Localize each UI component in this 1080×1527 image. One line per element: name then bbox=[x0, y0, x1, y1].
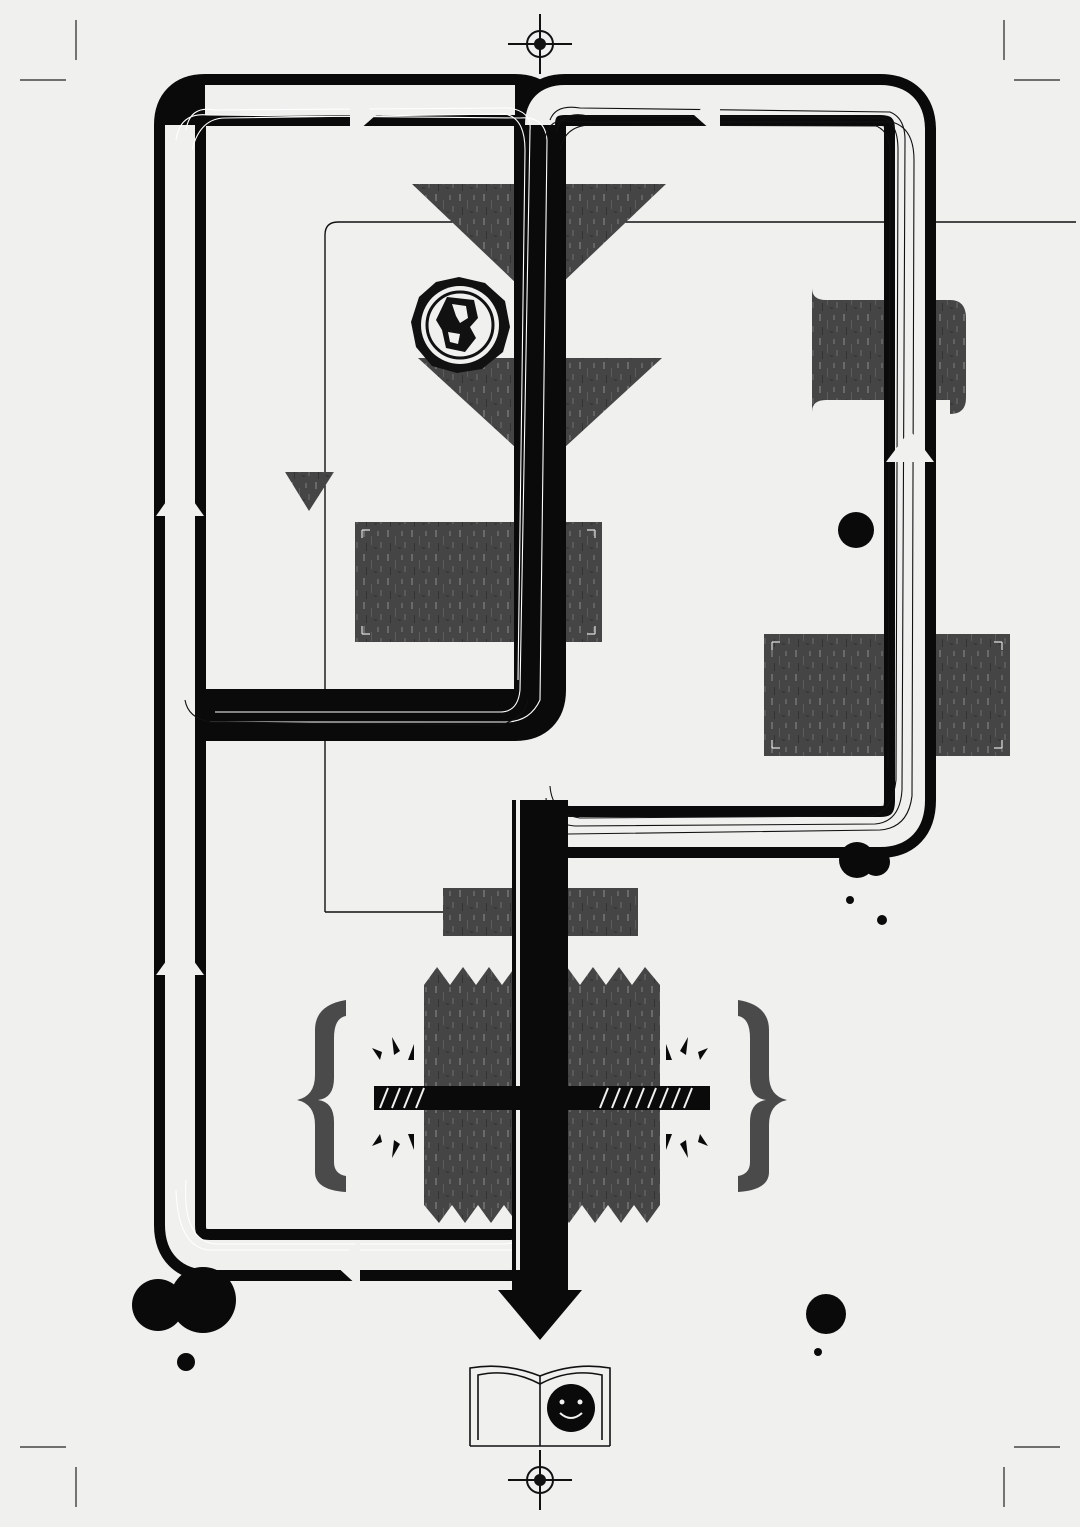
ink-blots bbox=[132, 86, 890, 1371]
triangle-arrow-icon bbox=[498, 1290, 582, 1340]
main-down-flow bbox=[498, 800, 582, 1340]
corner-crop-mark-icon bbox=[20, 20, 1060, 1507]
thin-frame-line bbox=[324, 221, 1076, 913]
rope-bridge bbox=[372, 1037, 710, 1158]
registration-target-icon bbox=[508, 14, 572, 74]
curly-brace-icon bbox=[297, 1000, 787, 1192]
smiley-ink-blot-icon bbox=[547, 1384, 595, 1432]
registration-target-icon bbox=[508, 1450, 572, 1510]
open-book-icon bbox=[469, 1365, 611, 1447]
triangle-arrow-icon bbox=[156, 92, 934, 1288]
face-seal-icon bbox=[411, 277, 510, 373]
panel-corner-ticks bbox=[361, 529, 1003, 749]
